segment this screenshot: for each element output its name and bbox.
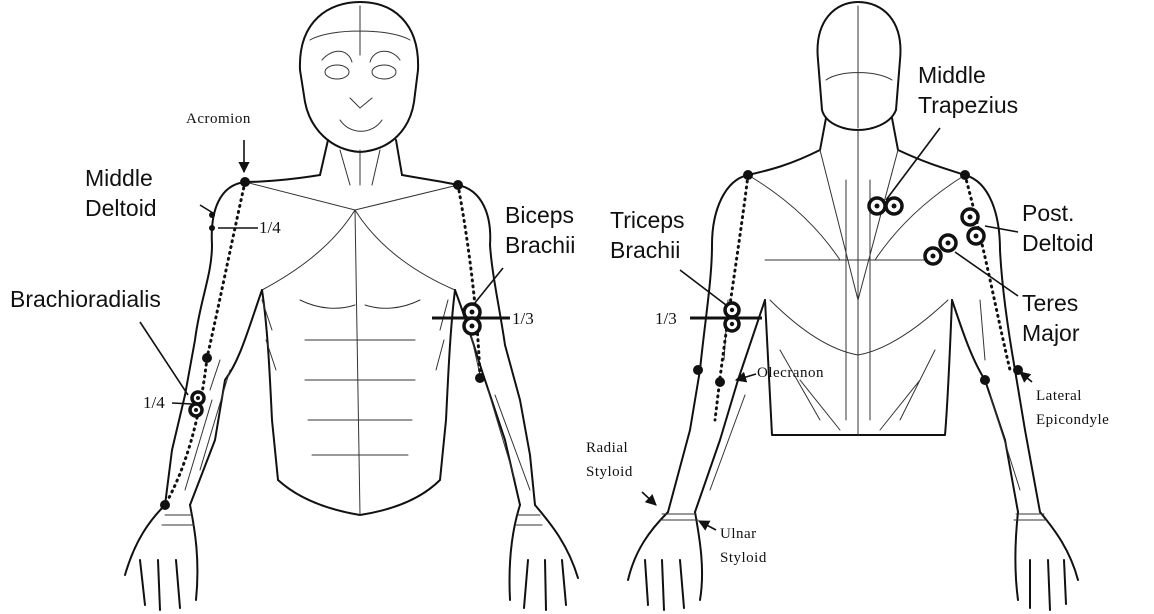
front-figure xyxy=(125,2,578,610)
biceps-fraction: 1/3 xyxy=(512,309,534,328)
brachioradialis-electrode-pair xyxy=(190,392,204,416)
middle-deltoid-label-line2: Deltoid xyxy=(85,195,157,221)
radial-styloid-label-line1: Radial xyxy=(586,440,628,456)
ulnar-styloid-label-line1: Ulnar xyxy=(720,526,757,542)
lateral-epicondyle-label-line1: Lateral xyxy=(1036,388,1082,404)
triceps-fraction: 1/3 xyxy=(655,309,677,328)
biceps-brachii-label-line1: Biceps xyxy=(505,202,574,228)
middle-trapezius-electrode-pair xyxy=(869,198,902,214)
triceps-brachii-label-line2: Brachii xyxy=(610,237,680,263)
radial-styloid-label-line2: Styloid xyxy=(586,464,633,480)
teres-major-label-line2: Major xyxy=(1022,320,1080,346)
ulnar-styloid-label-line2: Styloid xyxy=(720,550,767,566)
acromion-label: Acromion xyxy=(186,111,251,127)
olecranon-label: Olecranon xyxy=(757,365,824,381)
brachioradialis-label: Brachioradialis xyxy=(10,286,161,312)
middle-trapezius-label-line2: Trapezius xyxy=(918,92,1018,118)
post-deltoid-label-line1: Post. xyxy=(1022,200,1074,226)
lateral-epicondyle-label-line2: Epicondyle xyxy=(1036,412,1109,428)
teres-major-label-line1: Teres xyxy=(1022,290,1078,316)
biceps-brachii-label-line2: Brachii xyxy=(505,232,575,258)
post-deltoid-electrode-pair xyxy=(962,209,984,244)
teres-major-electrode-pair xyxy=(925,235,956,264)
brachioradialis-fraction: 1/4 xyxy=(143,393,165,412)
triceps-brachii-label-line1: Triceps xyxy=(610,207,685,233)
middle-deltoid-fraction: 1/4 xyxy=(259,218,281,237)
post-deltoid-label-line2: Deltoid xyxy=(1022,230,1094,256)
middle-trapezius-label-line1: Middle xyxy=(918,62,986,88)
middle-deltoid-label-line1: Middle xyxy=(85,165,153,191)
